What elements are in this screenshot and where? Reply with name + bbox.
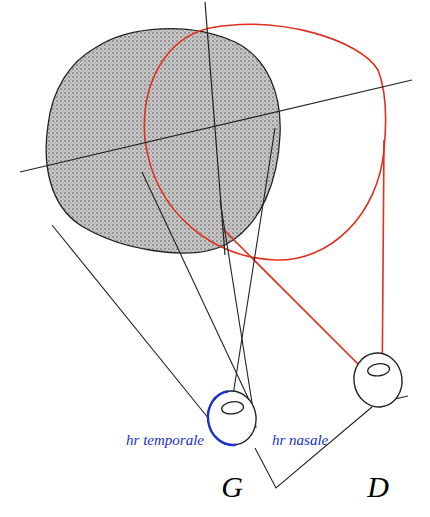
- red-outline: [144, 24, 385, 260]
- eye-letter: D: [367, 470, 389, 503]
- sight-line: [52, 225, 226, 440]
- side-label: hr temporale: [126, 432, 204, 449]
- eye-letter: G: [221, 470, 243, 503]
- eye-right: [350, 350, 405, 410]
- eye-left: [204, 388, 259, 448]
- axis-line: [205, 2, 225, 255]
- object-blob: [46, 29, 280, 253]
- side-label: hr nasale: [272, 432, 328, 449]
- joining-line: [255, 407, 372, 488]
- axis-line: [20, 80, 412, 172]
